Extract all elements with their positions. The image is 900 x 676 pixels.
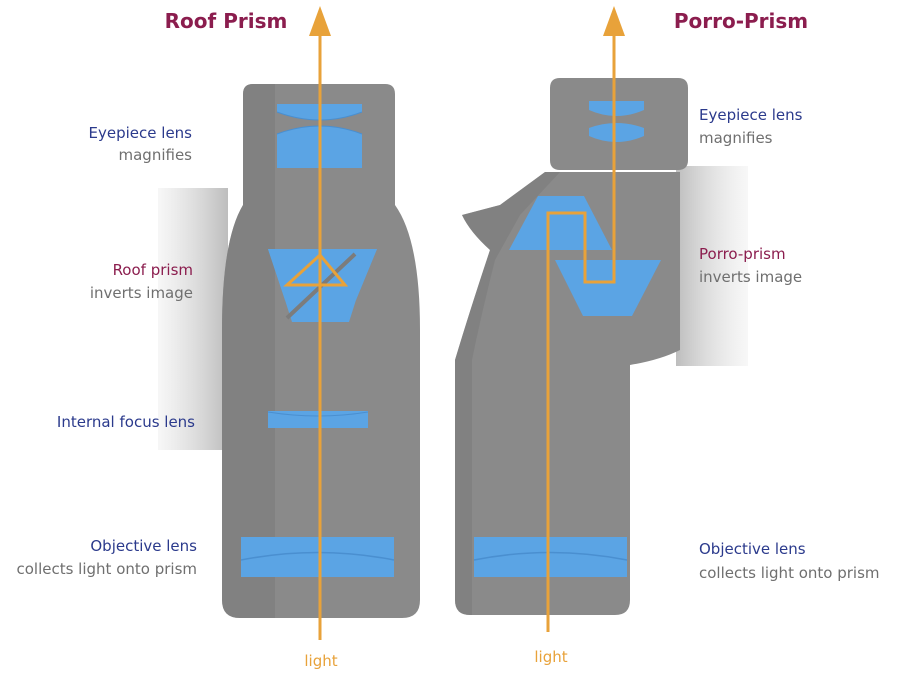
roof-housing-shade: [222, 84, 275, 618]
roof-focus-label: Internal focus lens: [57, 413, 195, 431]
porro-objective-label: Objective lens: [699, 540, 806, 558]
porro-eyepiece-desc: magnifies: [699, 129, 773, 147]
roof-eyepiece-desc: magnifies: [119, 146, 193, 164]
roof-objective-desc: collects light onto prism: [16, 560, 197, 578]
porro-objective-desc: collects light onto prism: [699, 564, 880, 582]
porro-lower-prism: [555, 260, 661, 316]
porro-prism-body: [455, 78, 748, 615]
roof-light-label: light: [304, 652, 337, 670]
roof-prism-label: Roof prism: [113, 261, 193, 279]
roof-ray-arrowhead: [309, 6, 331, 36]
roof-light-ray: [309, 6, 331, 640]
porro-light-label: light: [534, 648, 567, 666]
porro-prism-label: Porro-prism: [699, 245, 786, 263]
roof-prism-element: [268, 249, 377, 322]
roof-title: Roof Prism: [165, 9, 288, 33]
roof-objective-label: Objective lens: [90, 537, 197, 555]
porro-hinge: [676, 166, 748, 366]
porro-ray-arrowhead: [603, 6, 625, 36]
porro-housing-shade: [455, 172, 560, 615]
porro-eyepiece-label: Eyepiece lens: [699, 106, 803, 124]
porro-eyepiece-lens: [589, 101, 644, 142]
roof-hinge: [158, 188, 228, 450]
porro-prism-desc: inverts image: [699, 268, 802, 286]
roof-prism-desc: inverts image: [90, 284, 193, 302]
porro-objective-lens: [473, 537, 628, 577]
porro-light-ray: [546, 6, 625, 632]
porro-title: Porro-Prism: [674, 9, 808, 33]
roof-objective-lens: [240, 537, 395, 577]
roof-eyepiece-label: Eyepiece lens: [89, 124, 193, 142]
